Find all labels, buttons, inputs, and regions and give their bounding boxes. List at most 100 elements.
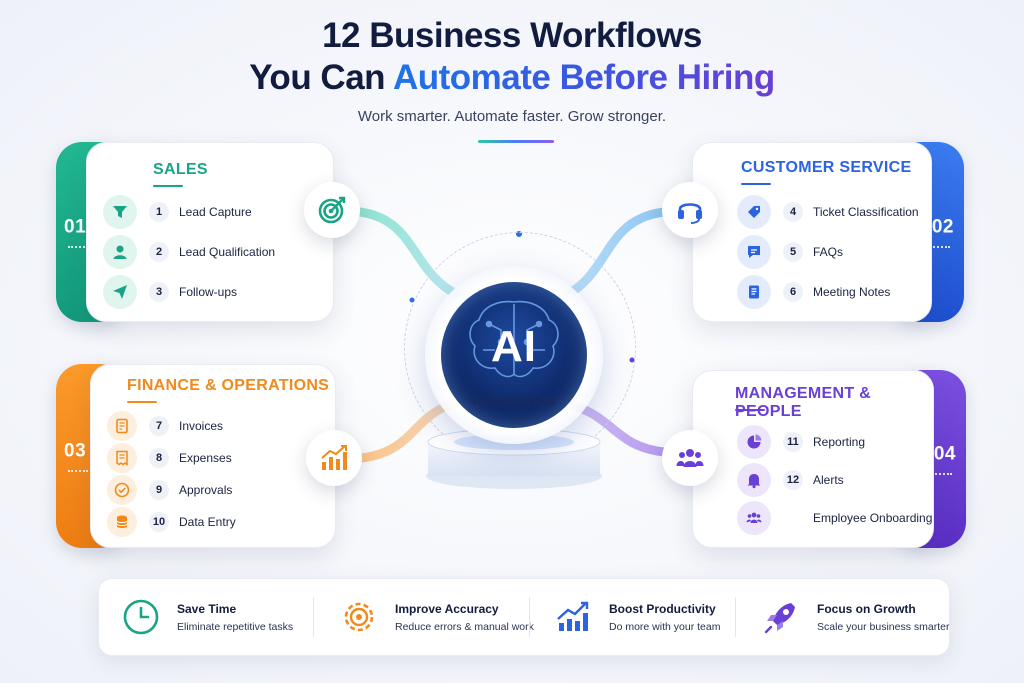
category-panel: FINANCE & OPERATIONS 7 Invoices 8 Expens… <box>90 364 336 548</box>
list-item: 11 Reporting <box>737 425 865 459</box>
item-label: Lead Qualification <box>179 245 276 259</box>
title-line-2-accent: Automate Before Hiring <box>392 58 775 97</box>
title-line-2: You Can Automate Before Hiring <box>0 58 1024 98</box>
benefit-desc: Do more with your team <box>609 620 721 633</box>
title-underline <box>735 409 765 411</box>
list-item: 7 Invoices <box>107 411 223 441</box>
category-card-finance-operations: 03 FINANCE & OPERATIONS 7 Invoices 8 Exp… <box>56 364 336 548</box>
category-number: 03 <box>64 440 87 462</box>
receipt-icon <box>107 443 137 473</box>
title-line-1: 12 Business Workflows <box>322 16 702 55</box>
item-label: Lead Capture <box>179 205 252 219</box>
item-label: Invoices <box>179 419 224 433</box>
item-label: Reporting <box>813 435 866 449</box>
item-number <box>783 508 803 528</box>
item-number: 11 <box>783 432 803 452</box>
list-item: 6 Meeting Notes <box>737 275 890 309</box>
item-label: Ticket Classification <box>813 205 919 219</box>
subtitle: Work smarter. Automate faster. Grow stro… <box>357 108 667 125</box>
item-number: 1 <box>149 202 169 222</box>
database-icon <box>107 507 137 537</box>
category-title: SALES <box>153 161 208 178</box>
list-item: Employee Onboarding <box>737 501 932 535</box>
benefit-title: Boost Productivity <box>609 601 716 616</box>
title-underline <box>127 401 157 403</box>
funnel-icon <box>103 195 137 229</box>
category-card-sales: 01 SALES 1 Lead Capture 2 Lead Qualifica… <box>56 142 336 322</box>
send-icon <box>103 275 137 309</box>
category-card-management-people: 04 MANAGEMENT & PEOPLE 11 Reporting 12 A… <box>690 370 966 548</box>
item-label: Employee Onboarding <box>813 511 933 525</box>
category-panel: SALES 1 Lead Capture 2 Lead Qualificatio… <box>86 142 334 322</box>
list-item: 12 Alerts <box>737 463 844 497</box>
benefit-desc: Scale your business smarter <box>817 620 950 633</box>
item-label: Expenses <box>179 451 232 465</box>
benefit-save-time: Save Time Eliminate repetitive tasks <box>119 593 293 641</box>
category-panel: MANAGEMENT & PEOPLE 11 Reporting 12 Aler… <box>692 370 934 548</box>
list-item: 9 Approvals <box>107 475 232 505</box>
bell-icon <box>737 463 771 497</box>
item-number: 8 <box>149 448 169 468</box>
ai-label: AI <box>491 322 537 371</box>
benefit-desc: Eliminate repetitive tasks <box>177 620 294 633</box>
category-title: MANAGEMENT & PEOPLE <box>735 385 872 420</box>
category-title: FINANCE & OPERATIONS <box>127 377 330 394</box>
people-icon <box>662 430 718 486</box>
benefit-focus-on-growth: Focus on Growth Scale your business smar… <box>759 593 949 641</box>
tab-dots <box>68 246 88 250</box>
benefit-divider <box>735 597 736 637</box>
chat-icon <box>737 235 771 269</box>
tag-icon <box>737 195 771 229</box>
bar-chart-icon <box>306 430 362 486</box>
category-number: 02 <box>931 216 954 238</box>
benefit-title: Save Time <box>177 601 237 616</box>
list-item: 2 Lead Qualification <box>103 235 275 269</box>
title-line-2-plain: You Can <box>249 58 386 97</box>
list-item: 4 Ticket Classification <box>737 195 919 229</box>
item-number: 3 <box>149 282 169 302</box>
benefit-boost-productivity: Boost Productivity Do more with your tea… <box>551 593 720 641</box>
rocket-icon <box>759 595 803 639</box>
item-number: 9 <box>149 480 169 500</box>
headset-icon <box>662 182 718 238</box>
list-item: 3 Follow-ups <box>103 275 237 309</box>
benefit-title: Improve Accuracy <box>395 601 499 616</box>
check-circle-icon <box>107 475 137 505</box>
benefit-divider <box>313 597 314 637</box>
benefit-title: Focus on Growth <box>817 601 916 616</box>
item-label: FAQs <box>813 245 844 259</box>
title-underline <box>741 183 771 185</box>
pie-chart-icon <box>737 425 771 459</box>
clock-icon <box>119 595 163 639</box>
benefit-desc: Reduce errors & manual work <box>395 620 534 633</box>
brain-icon <box>469 300 559 378</box>
list-item: 5 FAQs <box>737 235 843 269</box>
title-underline <box>153 185 183 187</box>
ai-core <box>441 282 587 428</box>
tab-dots <box>68 470 88 474</box>
item-number: 10 <box>149 512 169 532</box>
target-icon <box>304 182 360 238</box>
benefits-bar: Save Time Eliminate repetitive tasks Imp… <box>98 578 950 656</box>
category-title: CUSTOMER SERVICE <box>741 159 912 176</box>
item-number: 6 <box>783 282 803 302</box>
team-icon <box>737 501 771 535</box>
tab-dots <box>932 473 952 477</box>
category-card-customer-service: 02 CUSTOMER SERVICE 4 Ticket Classificat… <box>690 142 964 322</box>
subtitle-divider <box>478 140 554 143</box>
item-number: 12 <box>783 470 803 490</box>
tab-dots <box>930 246 950 250</box>
notes-icon <box>737 275 771 309</box>
item-number: 2 <box>149 242 169 262</box>
item-number: 7 <box>149 416 169 436</box>
list-item: 1 Lead Capture <box>103 195 252 229</box>
category-number: 01 <box>64 216 87 238</box>
gear-icon <box>337 595 381 639</box>
item-number: 5 <box>783 242 803 262</box>
list-item: 8 Expenses <box>107 443 232 473</box>
automation-label: AUTOMATION <box>472 394 556 408</box>
item-label: Follow-ups <box>179 285 238 299</box>
invoice-icon <box>107 411 137 441</box>
list-item: 10 Data Entry <box>107 507 236 537</box>
category-panel: CUSTOMER SERVICE 4 Ticket Classification… <box>692 142 932 322</box>
